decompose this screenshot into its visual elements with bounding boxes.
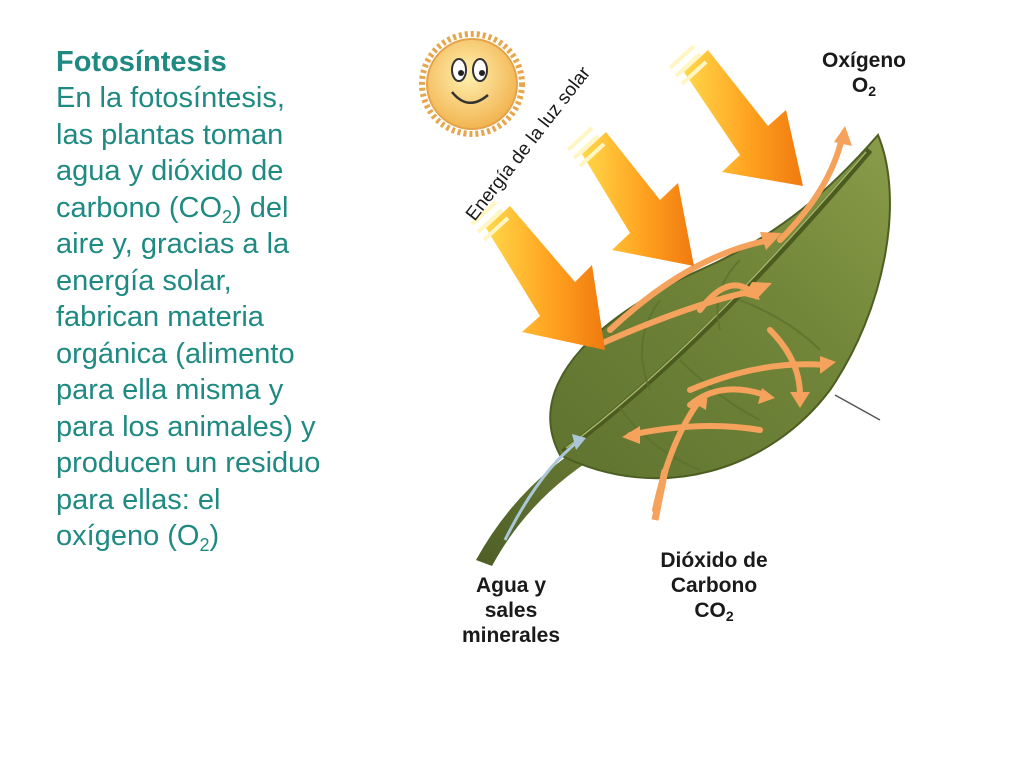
body-line-5: energía solar,: [56, 264, 232, 297]
co2-suffix: ) del: [232, 191, 289, 224]
co2-formula-text: CO: [694, 599, 726, 622]
light-beam-1: [470, 200, 605, 350]
water-line-3: minerales: [461, 624, 561, 647]
co2-prefix: carbono (CO: [56, 191, 223, 224]
water-line-1: Agua y: [475, 574, 546, 597]
co2-line-2: Carbono: [670, 574, 758, 597]
oxygen-formula: O2: [796, 73, 932, 98]
co2-formula: CO2: [628, 598, 800, 623]
o2-sub: 2: [199, 535, 210, 555]
body-line-4: aire y, gracias a la: [56, 228, 290, 260]
light-beam-2: [566, 126, 694, 266]
text-panel: Fotosíntesis En la fotosíntesis, las pla…: [56, 44, 436, 555]
body-line-1: En la fotosíntesis,: [56, 82, 285, 114]
water-label: Agua y sales minerales: [436, 573, 586, 648]
body-line-o2: oxígeno (O2): [56, 518, 436, 555]
transport-arrowheads: [622, 126, 852, 444]
co2-formula-sub: 2: [725, 608, 734, 624]
o2-suffix: ): [209, 520, 220, 552]
body-line-2: las plantas toman: [56, 118, 284, 151]
co2-label: Dióxido de Carbono CO2: [628, 548, 800, 623]
body-line-6: fabrican materia: [56, 301, 264, 333]
oxygen-formula-sub: 2: [868, 83, 877, 99]
oxygen-label: Oxígeno O2: [796, 48, 932, 98]
body-line-11: para ellas: el: [56, 483, 221, 516]
co2-sub: 2: [222, 206, 233, 227]
body-line-co2: carbono (CO2) del: [56, 190, 436, 227]
slide-title: Fotosíntesis: [56, 46, 227, 78]
co2-line-1: Dióxido de: [660, 549, 768, 572]
body-line-3: agua y dióxido de: [56, 155, 284, 187]
body-line-8: para ella misma y: [56, 374, 284, 406]
water-line-2: sales: [484, 599, 538, 622]
oxygen-name: Oxígeno: [821, 49, 906, 72]
body-line-9: para los animales) y: [56, 410, 316, 443]
o2-prefix: oxígeno (O: [56, 520, 200, 552]
pointer-line: [834, 394, 881, 421]
light-beam-3: [668, 44, 803, 186]
transport-arrows: [595, 135, 845, 513]
body-line-10: producen un residuo: [56, 447, 321, 479]
body-line-7: orgánica (alimento: [56, 337, 295, 370]
sun-icon: [419, 31, 525, 137]
oxygen-formula-text: O: [851, 74, 869, 97]
